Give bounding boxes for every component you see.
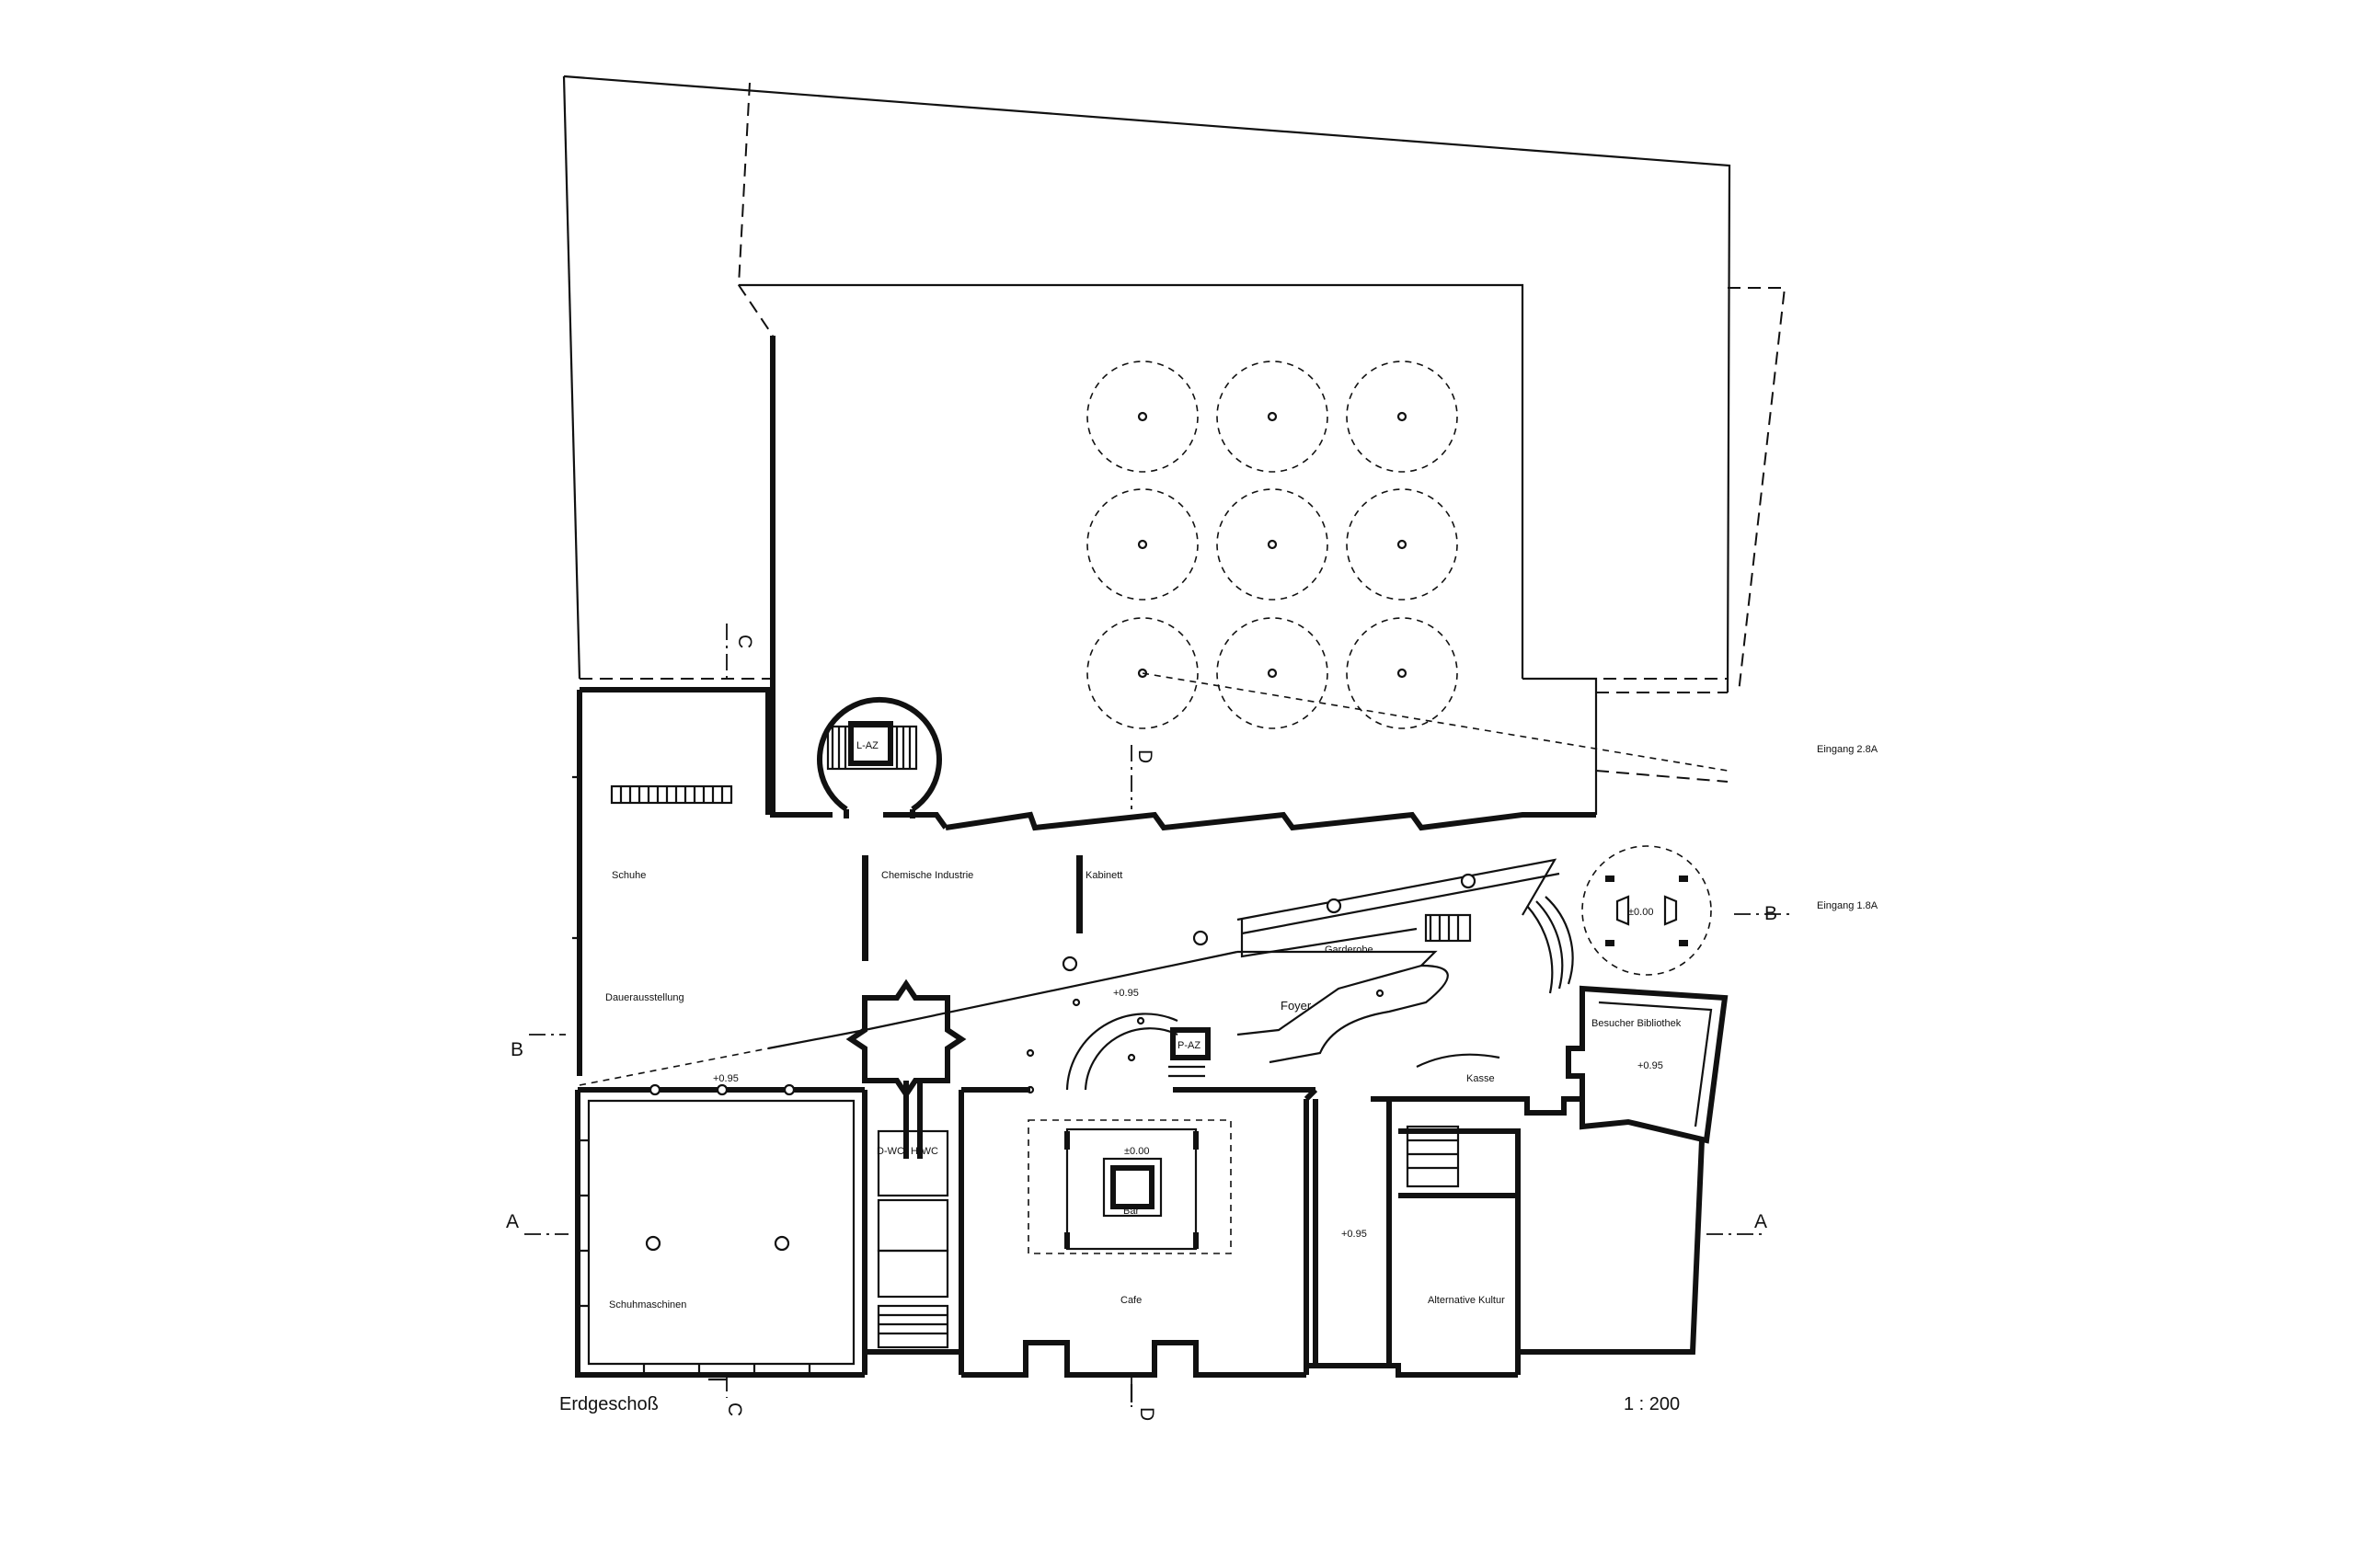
label-schuhmaschinen: Schuhmaschinen: [609, 1299, 686, 1310]
label-h-wc: H-WC: [911, 1146, 938, 1157]
column-heads: [1086, 361, 1729, 772]
label-d-wc: D-WC: [877, 1146, 904, 1157]
label-p-az: P-AZ: [1178, 1040, 1200, 1051]
main-building-shell: [575, 1083, 1705, 1378]
label-alternative-kultur: Alternative Kultur: [1428, 1295, 1505, 1306]
section-d-top: D: [1134, 750, 1155, 763]
stair-tower-l-az: [817, 696, 942, 818]
drawing-title: Erdgeschoß: [559, 1394, 659, 1414]
level-west-strip: +0.95: [713, 1073, 739, 1084]
label-garderobe: Garderobe: [1325, 944, 1373, 956]
section-c-bottom: C: [724, 1402, 745, 1416]
label-l-az: L-AZ: [856, 740, 879, 751]
cafe-bar: [959, 1013, 1318, 1366]
label-cafe: Cafe: [1120, 1295, 1142, 1306]
label-kabinett: Kabinett: [1086, 870, 1122, 881]
title-block: Erdgeschoß 1 : 200: [559, 1394, 1680, 1414]
label-eingang-2: Eingang 2.8A: [1817, 744, 1878, 755]
section-b-west: B: [511, 1039, 523, 1060]
section-labels: A A B B C C D D: [506, 635, 1777, 1421]
entrance-rotunda: [1526, 845, 1712, 994]
section-markers: [524, 624, 1794, 1407]
section-b-east: B: [1764, 903, 1777, 924]
level-bibliothek: +0.95: [1637, 1060, 1663, 1071]
label-kasse: Kasse: [1466, 1073, 1495, 1084]
level-cafe: ±0.00: [1124, 1146, 1149, 1157]
level-labels: +0.95 +0.95 +0.95 +0.95 ±0.00 ±0.00: [713, 907, 1663, 1240]
label-dauerausstellung: Dauerausstellung: [605, 992, 684, 1003]
section-c-top: C: [734, 635, 755, 648]
site-outline: [562, 74, 1786, 809]
level-hall: +0.95: [1341, 1229, 1367, 1240]
exhibition-hall-outline: [739, 283, 1598, 831]
label-eingang-1: Eingang 1.8A: [1817, 900, 1878, 911]
foyer-diagonal: [579, 858, 1560, 1094]
west-wing: [572, 687, 1083, 1076]
room-labels: Schuhe Chemische Industrie Kabinett Daue…: [605, 740, 1682, 1310]
level-rotunda: ±0.00: [1628, 907, 1653, 918]
section-a-west: A: [506, 1211, 519, 1232]
section-a-east: A: [1754, 1211, 1767, 1232]
drawing-scale: 1 : 200: [1624, 1394, 1680, 1414]
label-schuhe: Schuhe: [612, 870, 646, 881]
label-foyer: Foyer: [1281, 999, 1312, 1013]
label-chemische-industrie: Chemische Industrie: [881, 870, 973, 881]
level-foyer: +0.95: [1113, 988, 1139, 999]
east-rooms: [1313, 1053, 1521, 1366]
entrance-labels: Eingang 2.8A Eingang 1.8A: [1817, 744, 1878, 911]
label-bar: Bar: [1123, 1206, 1139, 1217]
label-besucher-bibliothek: Besucher Bibliothek: [1591, 1018, 1682, 1029]
service-core: [845, 979, 967, 1352]
section-d-bottom: D: [1136, 1407, 1157, 1421]
